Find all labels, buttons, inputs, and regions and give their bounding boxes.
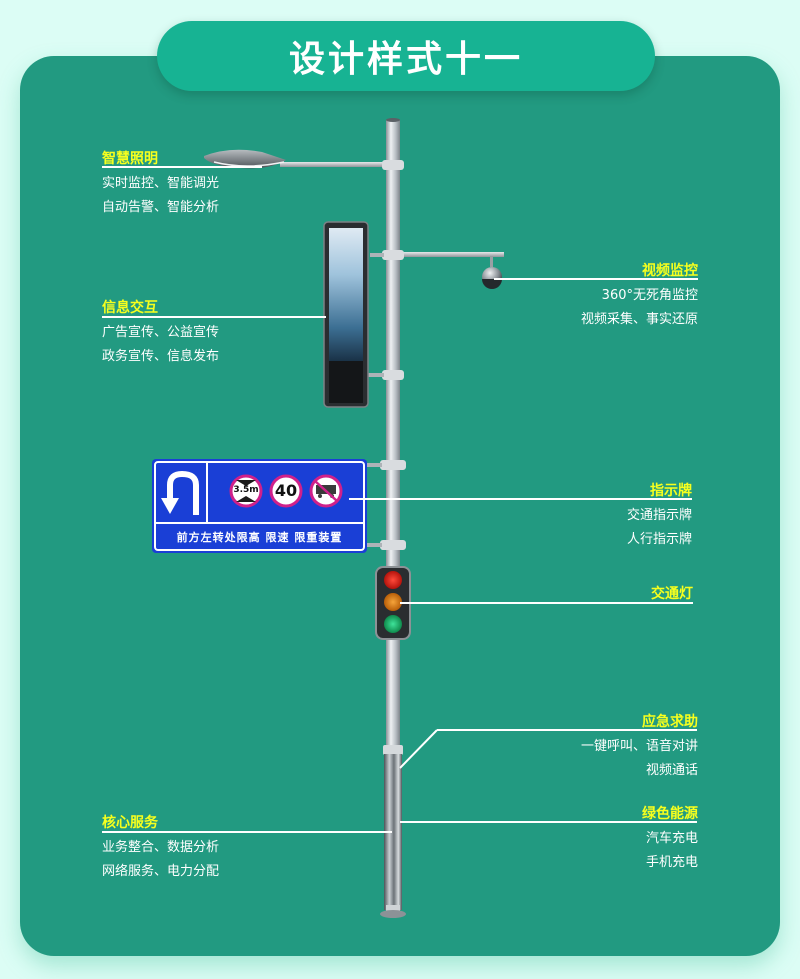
road-sign bbox=[152, 459, 367, 553]
feature-title: 视频监控 bbox=[642, 263, 698, 279]
page-title: 设计样式十一 bbox=[288, 39, 523, 80]
feature-emergency: 应急求助 一键呼叫、语音对讲 视频通话 bbox=[581, 713, 698, 783]
speed-limit-value: 40 bbox=[274, 481, 298, 500]
feature-sign: 指示牌 交通指示牌 人行指示牌 bbox=[627, 482, 692, 552]
feature-energy: 绿色能源 汽车充电 手机充电 bbox=[642, 805, 698, 875]
leader-line-emergency bbox=[437, 729, 697, 731]
feature-desc: 广告宣传、公益宣传 bbox=[102, 325, 220, 340]
feature-title: 指示牌 bbox=[650, 483, 692, 499]
feature-desc: 政务宣传、信息发布 bbox=[102, 349, 220, 364]
feature-desc: 网络服务、电力分配 bbox=[102, 864, 220, 879]
feature-desc: 交通指示牌 bbox=[626, 508, 692, 523]
feature-lighting: 智慧照明 实时监控、智能调光 自动告警、智能分析 bbox=[102, 150, 219, 220]
feature-title: 智慧照明 bbox=[102, 151, 158, 167]
feature-desc: 一键呼叫、语音对讲 bbox=[580, 739, 698, 754]
feature-desc: 业务整合、数据分析 bbox=[102, 840, 220, 855]
feature-title: 交通灯 bbox=[651, 586, 693, 602]
leader-line-lighting bbox=[102, 166, 262, 168]
feature-core: 核心服务 业务整合、数据分析 网络服务、电力分配 bbox=[102, 814, 219, 884]
feature-desc: 实时监控、智能调光 bbox=[102, 176, 220, 191]
feature-desc: 360°无死角监控 bbox=[601, 288, 698, 303]
leader-line-core bbox=[102, 831, 392, 833]
feature-desc: 视频采集、事实还原 bbox=[580, 312, 698, 327]
feature-desc: 汽车充电 bbox=[645, 831, 698, 846]
feature-title: 信息交互 bbox=[102, 300, 158, 316]
leader-line-energy bbox=[400, 821, 697, 823]
leader-line-info bbox=[102, 316, 326, 318]
feature-desc: 视频通话 bbox=[645, 763, 698, 778]
leader-line-video bbox=[494, 278, 698, 280]
feature-title: 核心服务 bbox=[102, 815, 158, 831]
feature-title: 绿色能源 bbox=[642, 806, 698, 822]
feature-video: 视频监控 360°无死角监控 视频采集、事实还原 bbox=[581, 262, 698, 332]
leader-line-sign bbox=[349, 498, 692, 500]
feature-info: 信息交互 广告宣传、公益宣传 政务宣传、信息发布 bbox=[102, 299, 219, 369]
title-banner: 设计样式十一 bbox=[157, 21, 655, 91]
leader-line-traffic-light bbox=[400, 602, 693, 604]
height-limit-value: 3.5m bbox=[233, 485, 259, 495]
feature-title: 应急求助 bbox=[642, 714, 698, 730]
feature-desc: 手机充电 bbox=[645, 855, 698, 870]
road-sign-caption: 前方左转处限高 限速 限重装置 bbox=[176, 531, 343, 544]
feature-desc: 人行指示牌 bbox=[626, 532, 692, 547]
feature-desc: 自动告警、智能分析 bbox=[102, 200, 220, 215]
feature-traffic-light: 交通灯 bbox=[651, 585, 693, 603]
